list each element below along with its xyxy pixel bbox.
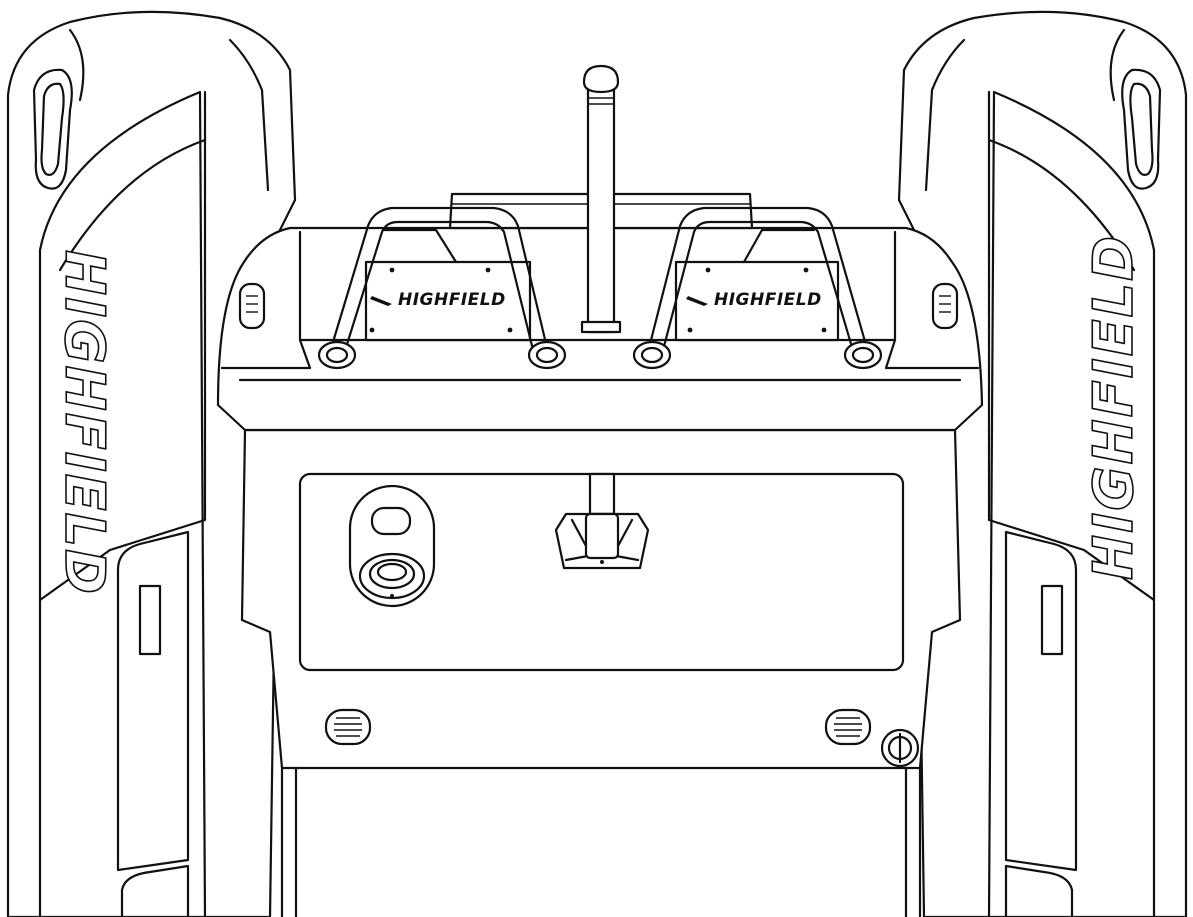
right-tube-lower-panel [1004,530,1078,872]
left-tube-slot [138,584,162,656]
right-deck-vent-icon [931,282,959,330]
right-plate-logo-icon [686,296,708,306]
left-plate-brand-text: HIGHFIELD [398,290,506,310]
left-deck-vent-icon [238,282,266,330]
left-tube-brand-text: HIGHFIELD [53,250,116,596]
right-brand-plate [674,260,840,342]
center-antenna-pole [554,64,650,570]
right-pontoon-tube: HIGHFIELD [897,10,1188,917]
right-transom-vent-icon [824,708,872,746]
right-tow-handle: HIGHFIELD [632,206,883,370]
transom-drain-plug-icon [348,484,436,608]
right-plate-brand-text: HIGHFIELD [714,290,822,310]
drain-cap-icon [880,728,920,768]
left-grab-handle-icon [32,68,73,190]
left-plate-logo-icon [370,296,392,306]
left-tow-handle: HIGHFIELD [317,206,567,370]
right-tube-slot [1040,584,1064,656]
left-transom-vent-icon [324,708,372,746]
left-pontoon-tube: HIGHFIELD [6,10,297,917]
left-tube-lower-panel [116,530,190,872]
right-grab-handle-icon [1121,68,1162,190]
right-tube-brand-text: HIGHFIELD [1082,234,1145,580]
